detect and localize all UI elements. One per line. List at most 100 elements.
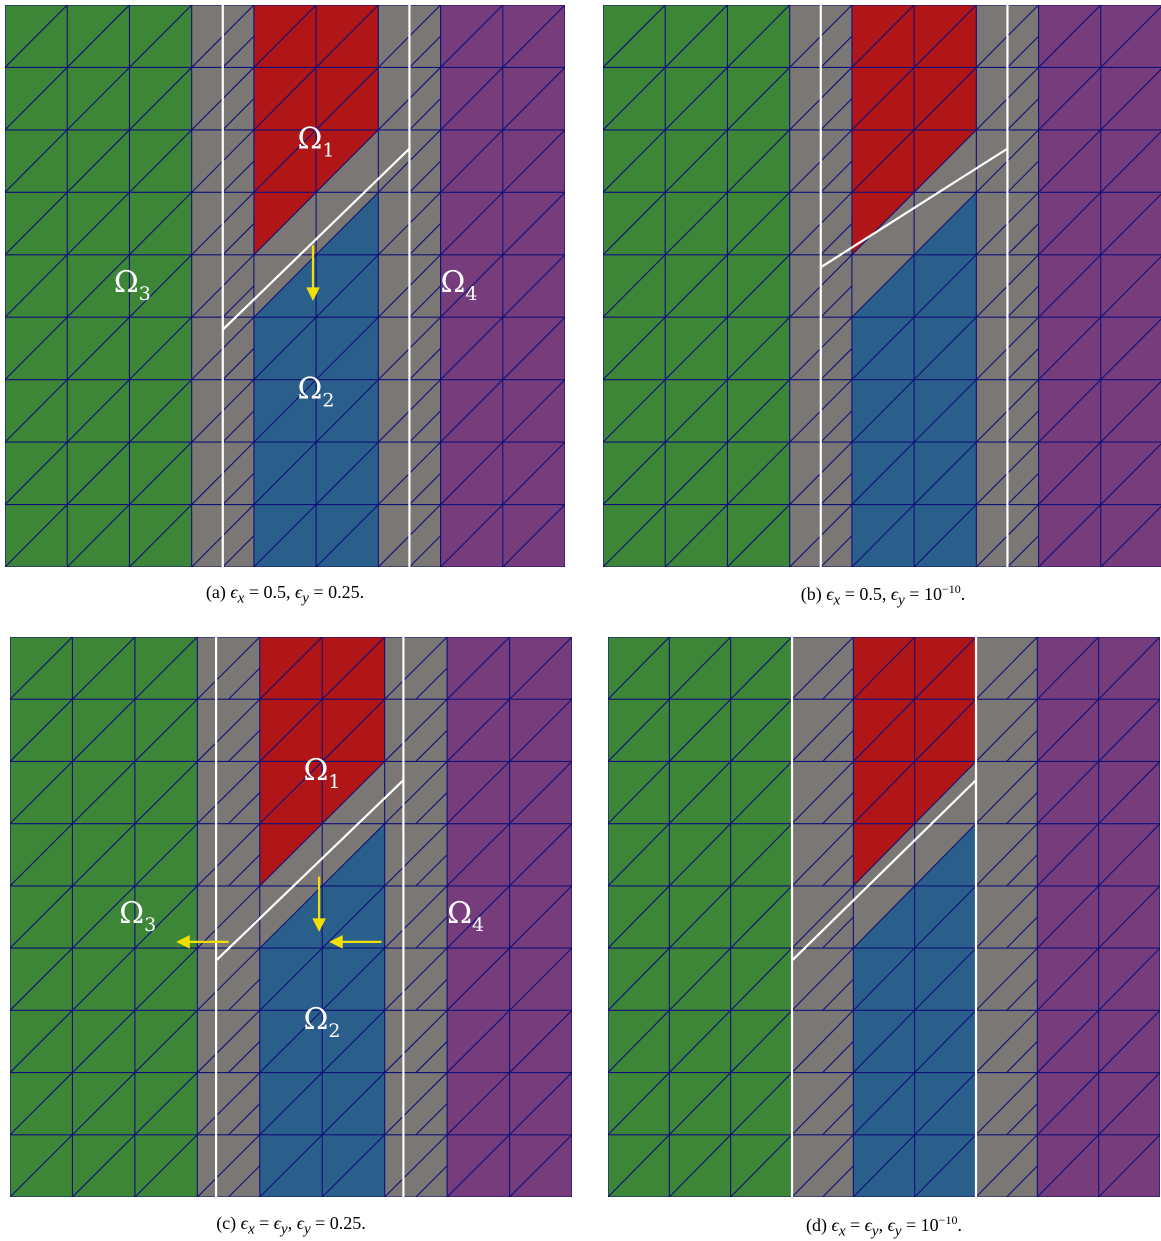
mesh-diagonal-line: [72, 885, 136, 949]
interface-lines: [221, 5, 411, 567]
omega1-label: Ω1: [303, 753, 340, 793]
mesh-diagonal-line: [727, 316, 791, 381]
mesh-diagonal-line: [502, 191, 565, 256]
caption-b: (b) ϵx = 0.5, ϵy = 10−10.: [603, 582, 1161, 610]
mesh-diagonal-line: [509, 637, 572, 700]
mesh-fine-diagonal-line: [1006, 1041, 1038, 1073]
mesh-diagonal-line: [668, 947, 732, 1011]
mesh-diagonal-line: [5, 191, 68, 256]
mesh-diagonal-line: [384, 823, 448, 887]
mesh-diagonal-line: [851, 254, 915, 318]
mesh-diagonal-line: [1038, 379, 1102, 443]
mesh-diagonal-line: [440, 316, 504, 381]
mesh-diagonal-line: [913, 129, 977, 193]
mesh-diagonal-line: [914, 1134, 977, 1197]
mesh-fine-diagonal-line: [820, 410, 853, 443]
mesh-diagonal-line: [975, 885, 1038, 949]
mesh-diagonal-line: [66, 5, 130, 68]
caption-text: = 0.5,: [840, 584, 891, 604]
mesh-diagonal-line: [440, 379, 504, 443]
mesh-fine-diagonal-line: [1006, 916, 1038, 949]
mesh-diagonal-line: [502, 5, 565, 68]
mesh-diagonal-line: [384, 637, 448, 700]
mesh-diagonal-line: [668, 761, 732, 825]
mesh-diagonal-line: [321, 947, 386, 1011]
mesh-fine-diagonal-line: [1007, 285, 1039, 318]
mesh-diagonal-line: [66, 379, 130, 443]
epsilon-symbol: ϵ: [296, 1213, 304, 1233]
mesh-diagonal-line: [259, 1072, 323, 1136]
mesh-diagonal-line: [134, 1134, 198, 1197]
mesh-diagonal-line: [1038, 254, 1102, 318]
mesh-fine-diagonal-line: [822, 1103, 854, 1136]
mesh-diagonal-line: [509, 761, 572, 825]
mesh-diagonal-line: [913, 67, 977, 131]
mesh-diagonal-line: [914, 1009, 977, 1073]
mesh-diagonal-line: [259, 947, 323, 1011]
mesh-diagonal-line: [1036, 698, 1100, 762]
mesh-diagonal-line: [10, 1009, 73, 1073]
mesh-diagonal-line: [253, 504, 317, 567]
interface-line-diagonal: [222, 147, 411, 331]
mesh-fine-diagonal-line: [1007, 223, 1039, 256]
mesh-fine-diagonal-line: [822, 916, 854, 949]
mesh-diagonal-line: [975, 947, 1038, 1011]
epsilon-symbol: ϵ: [273, 1213, 282, 1233]
mesh-diagonal-line: [608, 637, 670, 700]
exponent: −10: [941, 582, 961, 596]
mesh-diagonal-line: [5, 316, 68, 381]
mesh-diagonal-line: [446, 823, 510, 887]
mesh-diagonal-line: [1038, 129, 1102, 193]
arrow-head-down-icon: [306, 287, 320, 301]
mesh-diagonal-line: [259, 761, 323, 825]
mesh-diagonal-line: [1100, 443, 1161, 505]
mesh-fine-diagonal-line: [415, 667, 448, 700]
mesh-diagonal-line: [727, 254, 791, 318]
mesh-diagonal-line: [446, 1072, 510, 1136]
caption-c: (c) ϵx = ϵy, ϵy = 0.25.: [10, 1213, 572, 1239]
mesh-diagonal-line: [1100, 256, 1161, 318]
mesh-diagram-b: [603, 5, 1161, 567]
mesh-diagonal-line: [730, 1072, 793, 1136]
mesh-diagonal-line: [851, 129, 915, 193]
mesh-diagonal-line: [502, 441, 565, 505]
mesh-diagonal-line: [730, 761, 793, 825]
mesh-diagonal-line: [608, 761, 670, 825]
mesh-fine-diagonal-line: [415, 792, 448, 825]
mesh-fine-diagonal-line: [820, 535, 853, 567]
displacement-arrows: [176, 876, 382, 949]
mesh-fine-diagonal-line: [820, 348, 853, 381]
triangular-mesh: [5, 5, 565, 567]
mesh-diagonal-line: [259, 698, 323, 762]
mesh-diagonal-line: [975, 698, 1038, 762]
mesh-diagonal-line: [791, 1072, 854, 1136]
mesh-diagonal-line: [134, 761, 198, 825]
mesh-diagonal-line: [129, 316, 193, 381]
mesh-diagonal-line: [315, 5, 379, 68]
mesh-diagonal-line: [72, 823, 136, 887]
exponent: −10: [938, 1213, 958, 1227]
mesh-diagonal-line: [603, 191, 666, 256]
mesh-diagonal-line: [608, 885, 670, 949]
mesh-diagonal-line: [668, 1134, 732, 1197]
mesh-diagonal-line: [913, 504, 977, 567]
caption-text: =: [845, 1215, 865, 1235]
mesh-diagonal-line: [730, 1134, 793, 1197]
mesh-diagonal-line: [509, 885, 572, 949]
mesh-diagonal-line: [914, 823, 977, 887]
mesh-diagonal-line: [446, 947, 510, 1011]
mesh-diagonal-line: [315, 441, 379, 505]
interface-line-diagonal: [820, 147, 1009, 269]
mesh-diagonal-line: [196, 761, 261, 825]
mesh-diagonal-line: [914, 698, 977, 762]
mesh-diagonal-line: [1038, 5, 1102, 68]
epsilon-symbol: ϵ: [864, 1215, 872, 1235]
mesh-diagonal-line: [10, 1134, 73, 1197]
mesh-diagonal-line: [1038, 67, 1102, 131]
mesh-diagonal-line: [10, 885, 73, 949]
caption-b-text: (b) ϵx = 0.5, ϵy = 10−10.: [801, 582, 965, 609]
mesh-diagonal-line: [259, 637, 323, 700]
omega4-label: Ω4: [441, 265, 478, 305]
mesh-diagonal-line: [10, 698, 73, 762]
